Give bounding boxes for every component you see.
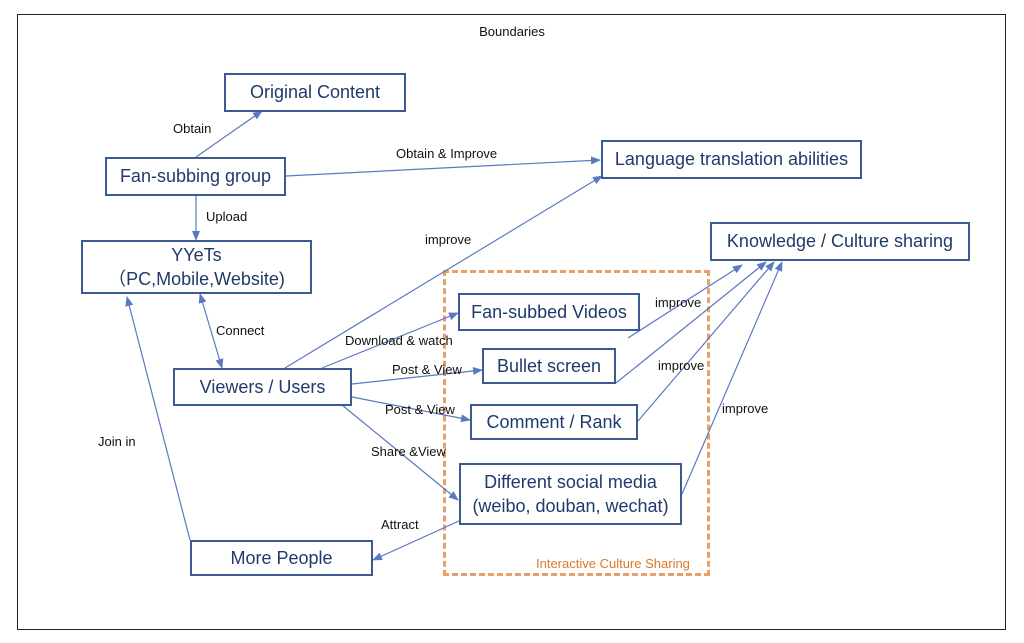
- region-label: Interactive Culture Sharing: [536, 556, 690, 571]
- label-obtain: Obtain: [173, 121, 212, 136]
- diagram-title: Boundaries: [479, 24, 545, 39]
- label-improve-2: improve: [658, 358, 705, 373]
- label-obtain-improve: Obtain & Improve: [396, 146, 498, 161]
- edge-improve-4: [681, 261, 783, 495]
- edge-join-in: [125, 296, 191, 541]
- edge-post-view-bullet: [351, 366, 483, 385]
- edge-improve-3: [637, 261, 775, 422]
- edge-connect: [198, 293, 224, 369]
- edge-improve-1: [627, 264, 743, 339]
- node-knowledge-culture: Knowledge / Culture sharing: [710, 222, 970, 261]
- boundary-frame: [17, 14, 1006, 630]
- edge-obtain: [195, 110, 263, 158]
- node-fan-subbing-group: Fan-subbing group: [105, 157, 286, 196]
- node-yyets: YYeTs （PC,Mobile,Website): [81, 240, 312, 294]
- label-download-watch: Download & watch: [345, 333, 453, 348]
- edge-download-watch: [321, 312, 459, 369]
- node-bullet-screen: Bullet screen: [482, 348, 616, 384]
- node-language-translation: Language translation abilities: [601, 140, 862, 179]
- node-fan-subbed-videos: Fan-subbed Videos: [458, 293, 640, 331]
- edge-obtain-improve: [285, 156, 601, 177]
- edge-share-view: [341, 404, 459, 501]
- edge-post-view-comment: [351, 396, 471, 423]
- label-post-view-bullet: Post & View: [392, 362, 462, 377]
- label-improve-3: improve: [722, 401, 769, 416]
- label-join-in: Join in: [98, 434, 136, 449]
- node-comment-rank: Comment / Rank: [470, 404, 638, 440]
- label-share-view: Share &View: [371, 444, 446, 459]
- node-social-media: Different social media (weibo, douban, w…: [459, 463, 682, 525]
- label-upload: Upload: [206, 209, 248, 224]
- label-improve-1: improve: [655, 295, 702, 310]
- edge-improve-2: [615, 261, 767, 384]
- node-viewers-users: Viewers / Users: [173, 368, 352, 406]
- label-connect: Connect: [216, 323, 265, 338]
- label-attract: Attract: [381, 517, 419, 532]
- node-more-people: More People: [190, 540, 373, 576]
- label-post-view-comment: Post & View: [385, 402, 455, 417]
- node-original-content: Original Content: [224, 73, 406, 112]
- edge-improve-lang: [284, 175, 603, 369]
- interactive-region: [443, 270, 710, 576]
- edge-attract: [372, 520, 460, 561]
- label-improve-lang: improve: [425, 232, 472, 247]
